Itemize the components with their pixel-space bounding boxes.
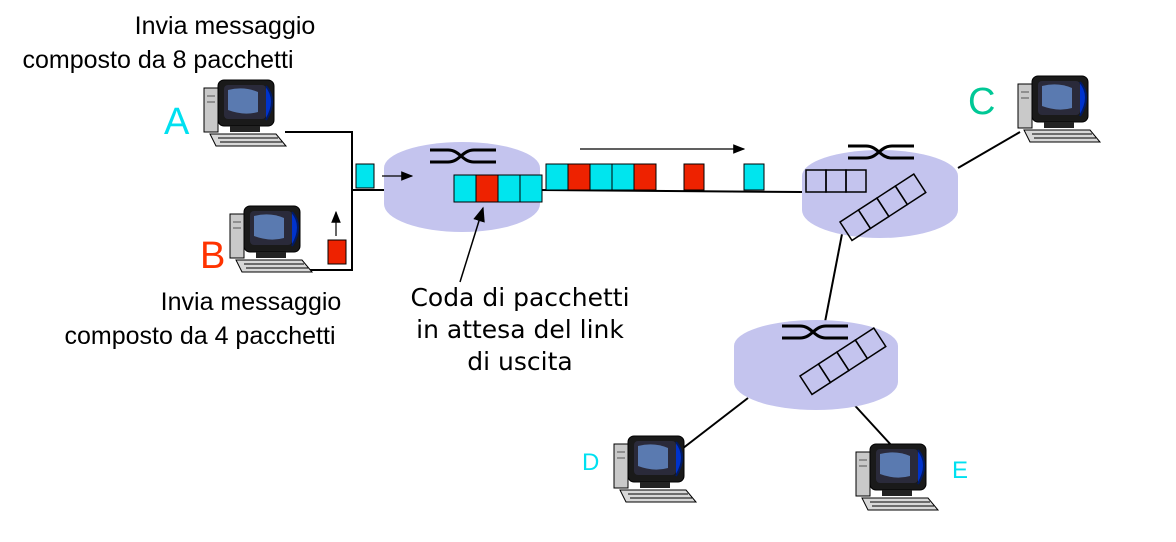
host-d-computer-icon [613,435,697,503]
host-b-caption-line2: composto da 4 pacchetti [65,322,336,350]
router-2-switch-icon [848,144,914,160]
router-2-queue-diagonal [838,173,927,242]
router-3-switch-icon [782,324,848,340]
packet-from-host-a [355,163,375,189]
packet-from-host-b [327,239,347,265]
router-1-queued-packet [475,174,499,203]
host-b-label: B [200,235,225,277]
router-2 [802,144,958,242]
link-packet [633,163,657,191]
host-d-label: D [582,449,599,476]
queue-caption-line3: di uscita [467,347,572,376]
link-packet [589,163,613,191]
link-router2-host-c [957,131,1021,169]
host-b-computer-icon [229,205,313,273]
host-a-computer-icon [203,79,287,147]
link-packet [567,163,591,191]
router-1-queued-packet [497,174,521,203]
router-1-queued-packet [519,174,543,203]
host-e-computer-icon [855,443,939,511]
host-a-label: A [164,101,190,143]
router-1-switch-icon [430,148,496,164]
link-packet [743,163,765,191]
link-host-a [285,131,353,192]
router-2-queue-left [805,169,867,193]
router-1-queued-packet [453,174,477,203]
host-b-caption-line1: Invia messaggio [161,288,342,316]
router-1-packet-queue [453,174,543,203]
packets-on-link [545,163,765,191]
host-a-caption-line2: composto da 8 pacchetti [23,46,294,74]
host-c-computer-icon [1017,75,1101,143]
link-router2-router3 [824,233,843,323]
link-packet [683,163,705,191]
link-packet [545,163,569,191]
router-3-queue-diagonal [798,327,887,396]
host-c-label: C [968,81,995,123]
host-a-caption-line1: Invia messaggio [135,12,316,40]
host-e-label: E [952,457,968,484]
queue-caption-line2: in attesa del link [416,315,624,344]
link-packet [611,163,635,191]
arrow-queue-pointer [459,206,485,283]
queue-caption-line1: Coda di pacchetti [410,283,629,312]
link-router3-host-d [677,397,749,453]
router-3 [734,320,898,410]
